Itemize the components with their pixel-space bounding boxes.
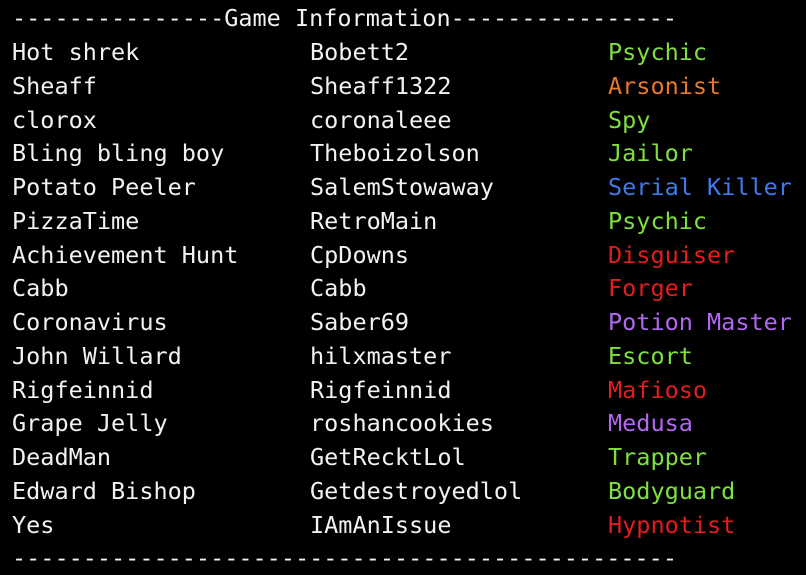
player-row: Yes IAmAnIssue Hypnotist (0, 508, 806, 542)
account-name: GetRecktLol (310, 443, 466, 471)
role-name: Serial Killer (608, 173, 792, 201)
account-name: Bobett2 (310, 38, 410, 66)
player-row: Grape Jelly roshancookies Medusa (0, 406, 806, 440)
player-row: Cabb Cabb Forger (0, 271, 806, 305)
player-name: Cabb (12, 274, 69, 303)
player-name: DeadMan (12, 443, 112, 471)
account-name: Sheaff1322 (310, 71, 452, 100)
player-row: Sheaff Sheaff1322 Arsonist (0, 69, 806, 103)
account-name: Theboizolson (310, 139, 480, 168)
role-name: Mafioso (608, 375, 708, 404)
account-name: roshancookies (310, 409, 494, 438)
role-name: Hypnotist (608, 510, 736, 539)
role-name: Spy (608, 105, 651, 134)
account-name: hilxmaster (310, 341, 452, 370)
account-name: coronaleee (310, 105, 452, 134)
account-name: CpDowns (310, 240, 410, 269)
player-row: DeadMan GetRecktLol Trapper (0, 440, 806, 474)
player-row: John Willard hilxmaster Escort (0, 339, 806, 373)
account-name: SalemStowaway (310, 173, 494, 201)
player-name: Coronavirus (12, 308, 168, 336)
account-name: Getdestroyedlol (310, 476, 523, 505)
player-name: Bling bling boy (12, 139, 225, 168)
player-name: Yes (12, 510, 55, 539)
role-name: Forger (608, 274, 693, 303)
player-row: clorox coronaleee Spy (0, 103, 806, 137)
player-name: Sheaff (12, 71, 97, 100)
player-name: clorox (12, 105, 97, 134)
player-row: PizzaTime RetroMain Psychic (0, 204, 806, 238)
account-name: Saber69 (310, 308, 410, 336)
player-row: Edward Bishop Getdestroyedlol Bodyguard (0, 474, 806, 508)
account-name: Rigfeinnid (310, 375, 452, 404)
footer-line: ----------------------------------------… (12, 544, 677, 572)
role-name: Psychic (608, 38, 708, 66)
player-row: Coronavirus Saber69 Potion Master (0, 305, 806, 339)
player-row: Hot shrek Bobett2 Psychic (0, 35, 806, 69)
role-name: Jailor (608, 139, 693, 168)
account-name: Cabb (310, 274, 367, 303)
role-name: Trapper (608, 443, 708, 471)
role-name: Arsonist (608, 71, 722, 100)
role-name: Medusa (608, 409, 693, 438)
player-name: Achievement Hunt (12, 240, 239, 269)
player-row: Potato Peeler SalemStowaway Serial Killer (0, 170, 806, 204)
player-row: Achievement Hunt CpDowns Disguiser (0, 238, 806, 272)
player-row: Bling bling boy Theboizolson Jailor (0, 136, 806, 170)
player-name: Edward Bishop (12, 476, 196, 505)
account-name: IAmAnIssue (310, 510, 452, 539)
role-name: Bodyguard (608, 476, 736, 505)
account-name: RetroMain (310, 206, 438, 235)
player-name: John Willard (12, 341, 182, 370)
role-name: Escort (608, 341, 693, 370)
role-name: Disguiser (608, 240, 736, 269)
player-name: Grape Jelly (12, 409, 168, 438)
header-line: ---------------Game Information---------… (12, 4, 677, 32)
role-name: Psychic (608, 206, 708, 235)
role-name: Potion Master (608, 308, 792, 336)
player-name: Rigfeinnid (12, 375, 154, 404)
player-name: Potato Peeler (12, 173, 196, 201)
player-name: Hot shrek (12, 38, 140, 66)
player-row: Rigfeinnid Rigfeinnid Mafioso (0, 373, 806, 407)
player-name: PizzaTime (12, 206, 140, 235)
